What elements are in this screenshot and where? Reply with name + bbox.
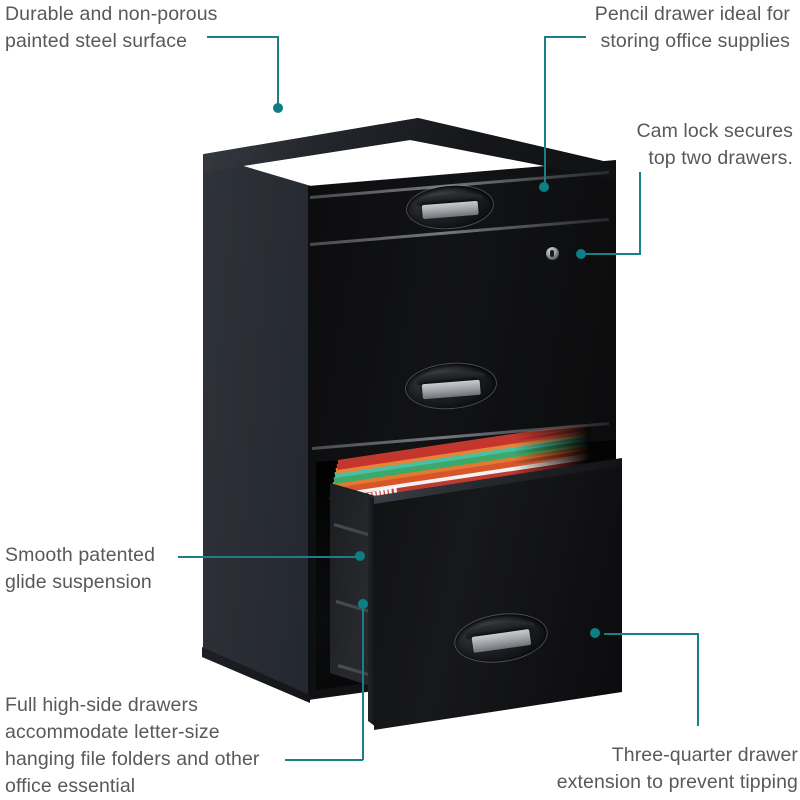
leader-line-high-side-v	[362, 604, 364, 760]
open-drawer-box	[330, 483, 450, 711]
handle-lip	[415, 369, 485, 387]
leader-line-durable-surface-h	[207, 36, 279, 38]
cabinet-side-panel	[203, 154, 311, 700]
seam-top-drawer	[309, 170, 610, 199]
folder-tab	[388, 487, 394, 498]
cabinet-front-panel	[308, 160, 616, 700]
open-drawer-handle[interactable]	[452, 608, 550, 668]
handle-lip	[464, 618, 536, 641]
folder-tab	[343, 498, 349, 509]
leader-line-high-side-h	[285, 759, 363, 761]
leader-line-extension-v	[697, 633, 699, 726]
folder-tab	[339, 499, 344, 510]
leader-line-cam-lock-h	[585, 253, 640, 255]
annotation-high-side-drawers: Full high-side drawers accommodate lette…	[5, 694, 260, 797]
annotation-cam-lock: Cam lock secures top two drawers.	[636, 120, 793, 169]
seam-middle-drawer	[311, 422, 610, 450]
hanging-folder	[334, 433, 591, 478]
folder-tab	[335, 500, 340, 511]
folder-tab	[331, 501, 336, 512]
hanging-folder	[330, 453, 591, 498]
hanging-folder	[335, 430, 591, 474]
glide-rail-lower	[335, 600, 440, 634]
folder-tab	[347, 497, 353, 508]
folder-tab	[380, 489, 385, 500]
annotation-durable-surface: Durable and non-porous painted steel sur…	[5, 3, 218, 52]
folder-tab	[376, 490, 381, 501]
leader-dot-glide-suspension	[355, 551, 365, 561]
hanging-folder	[332, 443, 591, 488]
folder-tab	[355, 495, 361, 506]
folder-tab	[384, 488, 390, 499]
leader-line-glide-suspension-h	[178, 556, 364, 558]
leader-line-extension-h	[604, 633, 698, 635]
leader-dot-high-side	[358, 599, 368, 609]
handle-grip	[422, 200, 479, 220]
cam-lock-icon[interactable]	[546, 247, 559, 260]
hanging-folder	[331, 448, 591, 494]
handle-grip	[471, 629, 532, 654]
leader-dot-pencil-drawer	[539, 182, 549, 192]
hanging-folder	[336, 426, 591, 470]
folder-tab	[351, 496, 357, 507]
leader-dot-extension	[590, 628, 600, 638]
leader-dot-durable-surface	[273, 103, 283, 113]
glide-rail-bottom	[337, 664, 439, 697]
handle-lip	[416, 191, 483, 208]
annotation-glide-suspension: Smooth patented glide suspension	[5, 544, 156, 593]
folder-tab	[392, 486, 398, 497]
pencil-drawer-handle[interactable]	[405, 182, 495, 232]
folder-tab	[372, 491, 377, 502]
seam-pencil-drawer	[309, 217, 610, 246]
hanging-folder	[333, 438, 591, 484]
middle-drawer-handle[interactable]	[404, 360, 498, 412]
drawer-cavity	[316, 440, 616, 690]
glide-rail-upper	[333, 523, 442, 558]
folder-tab	[364, 493, 369, 504]
open-drawer-left-edge	[368, 495, 376, 727]
leader-line-cam-lock-v	[639, 172, 641, 255]
folder-tab	[359, 494, 365, 505]
leader-line-pencil-drawer-h	[544, 36, 586, 38]
annotation-drawer-extension: Three-quarter drawer extension to preven…	[556, 744, 798, 793]
leader-line-pencil-drawer-v	[544, 36, 546, 187]
hanging-folder	[329, 458, 590, 504]
open-drawer-top-edge	[374, 458, 622, 504]
handle-grip	[421, 379, 481, 399]
open-drawer-front	[374, 462, 622, 730]
leader-line-durable-surface-v	[277, 36, 279, 108]
leader-dot-cam-lock	[576, 249, 586, 259]
annotation-pencil-drawer: Pencil drawer ideal for storing office s…	[594, 3, 790, 52]
folder-tab	[368, 492, 373, 503]
hanging-folder	[337, 422, 591, 465]
